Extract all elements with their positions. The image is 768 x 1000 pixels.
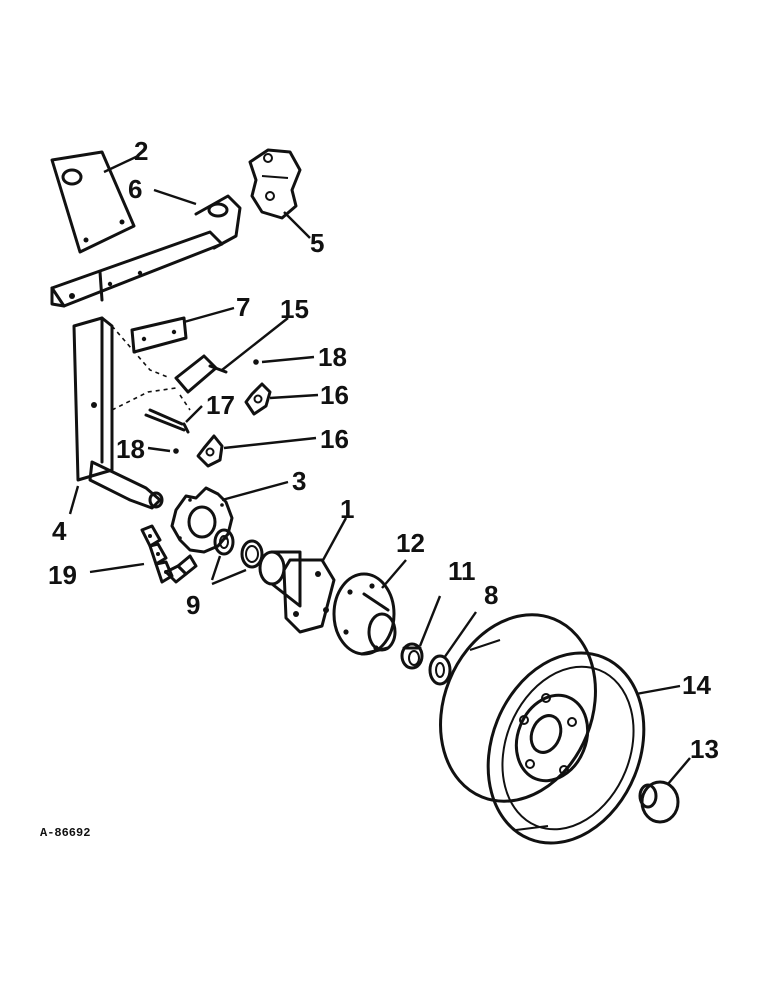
- callout-1: 1: [340, 494, 354, 524]
- part-8-bearing-cone: [428, 654, 452, 686]
- callout-19: 19: [48, 560, 77, 590]
- drawing-reference-code: A-86692: [40, 826, 90, 840]
- part-9-bearing: [213, 528, 264, 569]
- callout-18-upper: 18: [318, 342, 347, 372]
- leader-lines: [68, 154, 691, 785]
- part-2-mounting-plate: [50, 150, 136, 254]
- callout-15: 15: [280, 294, 309, 324]
- part-15-clip: [174, 354, 228, 394]
- part-16-washer-lower: [196, 434, 224, 468]
- part-17-pin: [144, 408, 190, 434]
- callout-labels: 2 6 5 7 15 18 16 17 18 16 3 4 1 19 9 12 …: [48, 136, 719, 764]
- part-3-sprocket: [170, 486, 234, 554]
- callout-3: 3: [292, 466, 306, 496]
- part-18-ball-upper: [253, 359, 259, 365]
- part-12-hub: [332, 572, 397, 656]
- callout-7: 7: [236, 292, 250, 322]
- part-18-ball-lower: [173, 448, 179, 454]
- callout-13: 13: [690, 734, 719, 764]
- part-4-spindle-arm: [72, 316, 164, 510]
- part-14-wheel-rim: [439, 613, 646, 845]
- callout-16-lower: 16: [320, 424, 349, 454]
- callout-5: 5: [310, 228, 324, 258]
- callout-12: 12: [396, 528, 425, 558]
- callout-16-upper: 16: [320, 380, 349, 410]
- part-11-bearing-cup: [400, 642, 424, 670]
- callout-11: 11: [448, 556, 476, 586]
- part-6-arm-bar: [50, 194, 242, 308]
- callout-4: 4: [52, 516, 67, 546]
- part-7-plate: [130, 316, 188, 354]
- part-5-bracket: [248, 148, 302, 220]
- part-16-washer-upper: [244, 382, 272, 416]
- callout-9: 9: [186, 590, 200, 620]
- callout-6: 6: [128, 174, 142, 204]
- callout-2: 2: [134, 136, 148, 166]
- part-13-hub-cap: [638, 780, 680, 824]
- part-19-chain: [140, 524, 198, 584]
- callout-14: 14: [682, 670, 711, 700]
- dashed-assembly-lines: [111, 325, 191, 411]
- callout-17: 17: [206, 390, 235, 420]
- part-1-hub-housing: [258, 550, 336, 634]
- callout-18-lower: 18: [116, 434, 145, 464]
- callout-8: 8: [484, 580, 498, 610]
